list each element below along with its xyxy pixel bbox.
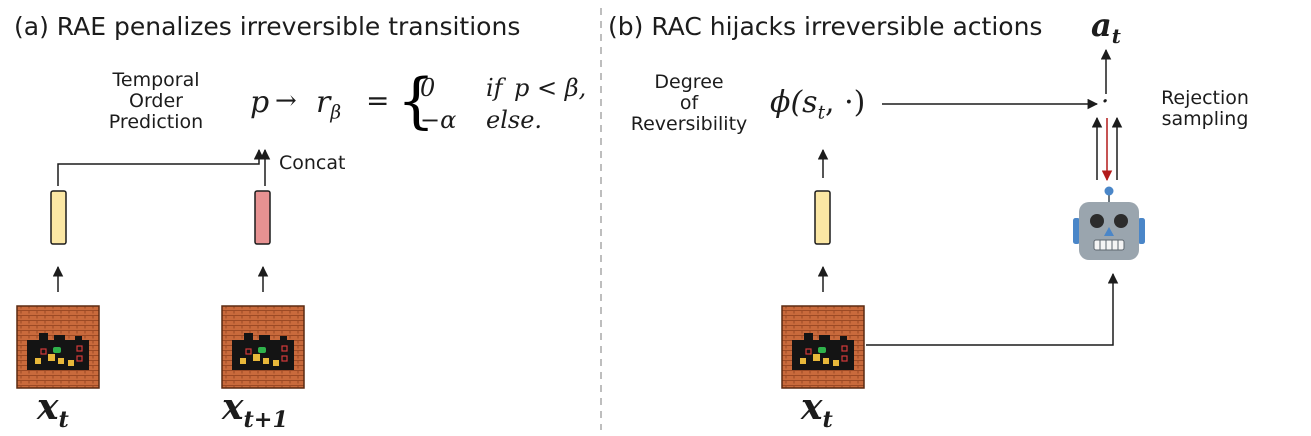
rejection-sampling-label: Rejection sampling bbox=[1150, 88, 1260, 130]
x-t-label-b: xt bbox=[801, 386, 833, 433]
latent-t1-box bbox=[254, 190, 271, 245]
x-t1-sub: t+1 bbox=[243, 406, 288, 433]
x-t-base: x bbox=[37, 386, 59, 428]
formula-brace: { bbox=[397, 66, 436, 136]
phi-post: , ·) bbox=[825, 85, 866, 120]
formula-case1-value: 0 bbox=[420, 74, 436, 102]
x-t-b-sub: t bbox=[822, 406, 833, 433]
x-t-b-base: x bbox=[801, 386, 823, 428]
panel-b-title: (b) RAC hijacks irreversible actions bbox=[608, 12, 1043, 41]
degree-of-reversibility-label: Degree of Reversibility bbox=[620, 72, 758, 135]
formula-r-base: r bbox=[316, 85, 331, 120]
x-t-sub: t bbox=[58, 406, 69, 433]
arrow-frame-to-robot bbox=[866, 272, 1119, 346]
frame-t-icon bbox=[16, 305, 100, 389]
concat-label: Concat bbox=[279, 152, 346, 174]
temporal-order-label: Temporal Order Prediction bbox=[96, 70, 216, 133]
concat-line-left bbox=[57, 148, 265, 186]
degree-line-2: of bbox=[679, 91, 699, 114]
latent-t-box bbox=[50, 190, 67, 245]
formula-r-sub: β bbox=[330, 102, 342, 124]
frame-t1-icon bbox=[221, 305, 305, 389]
formula-case2-value: −α bbox=[420, 106, 457, 134]
reward-formula: p → rβ = { 0 if p < β, −α else. bbox=[250, 71, 586, 145]
temporal-line-1: Temporal bbox=[112, 69, 200, 91]
phi-s: s bbox=[802, 85, 818, 120]
rejection-line-1: Rejection bbox=[1161, 87, 1249, 109]
temporal-line-3: Prediction bbox=[108, 110, 204, 133]
formula-r: rβ bbox=[316, 86, 341, 124]
formula-case1-cond: p < β, bbox=[514, 74, 587, 102]
merge-dot: · bbox=[1101, 87, 1110, 117]
latent-b-box bbox=[814, 190, 831, 245]
rejection-line-2: sampling bbox=[1161, 107, 1249, 130]
frame-b-icon bbox=[781, 305, 865, 389]
temporal-line-2: Order bbox=[129, 89, 183, 112]
action-sub: t bbox=[1111, 23, 1121, 48]
phi-label: ϕ(st, ·) bbox=[770, 86, 865, 124]
formula-arrow: → bbox=[275, 86, 297, 116]
panel-b-graphics bbox=[781, 48, 1145, 389]
panel-a-title: (a) RAE penalizes irreversible transitio… bbox=[14, 12, 521, 41]
x-t-label-a: xt bbox=[37, 386, 69, 433]
degree-line-1: Degree bbox=[654, 71, 724, 93]
robot-icon bbox=[1073, 186, 1145, 260]
formula-case2-cond: else. bbox=[486, 106, 543, 134]
x-t1-label: xt+1 bbox=[222, 386, 288, 433]
panel-a-graphics bbox=[16, 148, 305, 389]
x-t1-base: x bbox=[222, 386, 244, 428]
action-base: a bbox=[1091, 6, 1112, 44]
phi-s-sub: t bbox=[817, 102, 826, 124]
formula-case1-if: if bbox=[486, 74, 503, 102]
action-label: at bbox=[1091, 6, 1121, 48]
formula-equals: = bbox=[366, 84, 390, 117]
phi-pre: ϕ( bbox=[770, 85, 803, 120]
degree-line-3: Reversibility bbox=[630, 112, 748, 135]
formula-p: p bbox=[250, 85, 270, 120]
